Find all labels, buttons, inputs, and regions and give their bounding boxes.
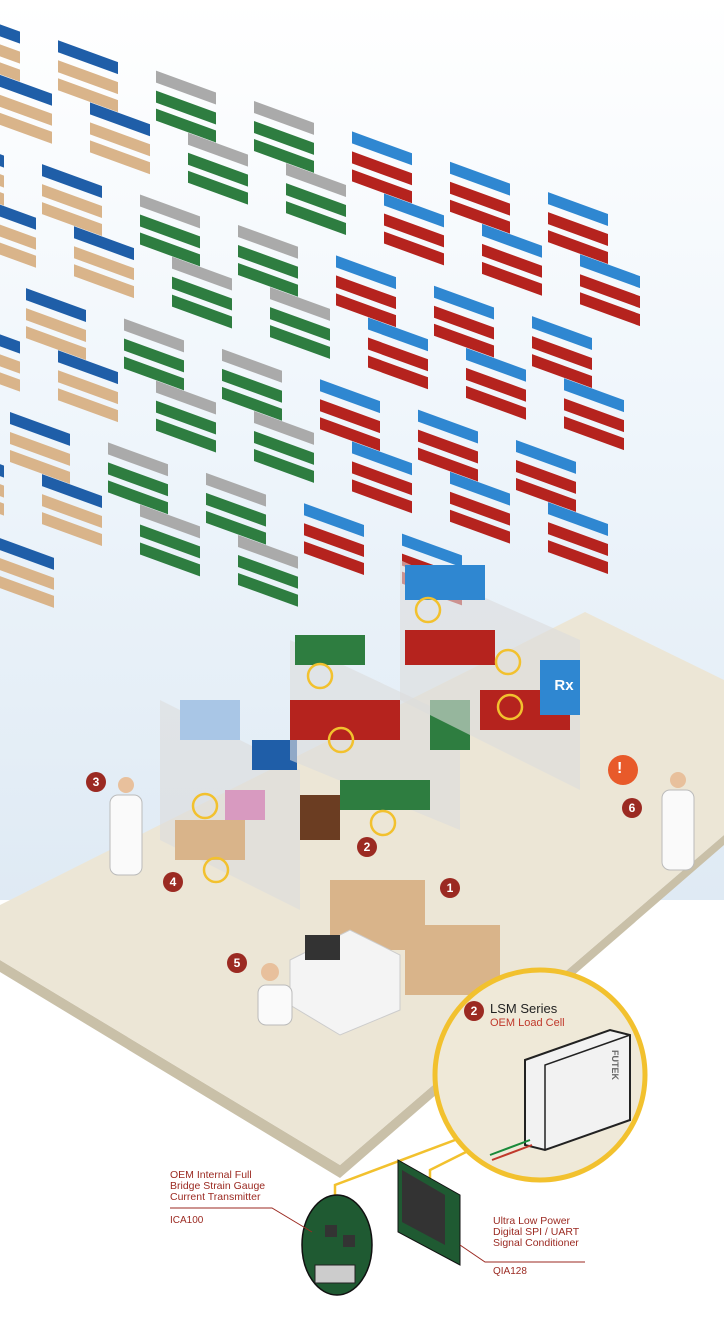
background-rack [336, 255, 396, 328]
marker-5[interactable]: 5 [227, 953, 247, 973]
qia128-name-line: Digital SPI / UART [493, 1226, 580, 1238]
background-rack [156, 70, 216, 143]
background-rack [42, 164, 102, 237]
marker-6[interactable]: 6 [622, 798, 642, 818]
background-rack [352, 441, 412, 514]
background-rack [26, 288, 86, 360]
background-rack [156, 380, 216, 453]
background-rack [482, 223, 542, 296]
background-rack [434, 285, 494, 358]
ica100-name-line: OEM Internal Full [170, 1169, 252, 1181]
background-rack [108, 442, 168, 515]
background-rack [238, 534, 298, 607]
background-racks [0, 9, 640, 608]
background-rack [10, 412, 70, 484]
background-rack [368, 317, 428, 390]
background-rack [532, 316, 592, 388]
background-rack [0, 195, 36, 268]
background-rack [42, 474, 102, 547]
ica100-name-line: Current Transmitter [170, 1191, 261, 1203]
background-rack [384, 193, 444, 266]
callout-marker: 2 [464, 1001, 484, 1021]
background-rack [418, 409, 478, 482]
qia128-code: QIA128 [493, 1266, 527, 1277]
highlight-rings [191, 596, 524, 884]
background-rack [90, 102, 150, 175]
alert-bubble [608, 755, 638, 785]
alert-icon: ! [617, 760, 623, 777]
background-rack [352, 131, 412, 204]
background-rack [206, 472, 266, 545]
background-rack [140, 504, 200, 577]
background-rack [172, 256, 232, 329]
background-rack [564, 378, 624, 451]
background-rack [124, 318, 184, 391]
rx-sign: Rx [550, 672, 578, 700]
background-rack [466, 347, 526, 420]
callout-subtitle: OEM Load Cell [490, 1017, 565, 1029]
qia128-board [397, 1159, 461, 1266]
background-rack [286, 163, 346, 235]
marker-1[interactable]: 1 [440, 878, 460, 898]
foreground-shelf-boxes [160, 560, 580, 1036]
ica100-board [301, 1194, 373, 1296]
background-rack [140, 194, 200, 267]
background-rack [238, 224, 298, 297]
leader-lines [170, 1207, 585, 1263]
background-rack [304, 503, 364, 576]
marker-4[interactable]: 4 [163, 872, 183, 892]
background-rack [254, 101, 314, 173]
background-rack [548, 192, 608, 265]
background-rack [548, 502, 608, 575]
qia128-name-line: Ultra Low Power [493, 1215, 571, 1227]
background-rack [0, 319, 20, 392]
background-rack [58, 40, 118, 113]
marker-3[interactable]: 3 [86, 772, 106, 792]
marker-2[interactable]: 2 [357, 837, 377, 857]
load-cell-drawing [489, 1028, 631, 1161]
background-rack [188, 132, 248, 205]
ica100-name: OEM Internal Full Bridge Strain Gauge Cu… [170, 1170, 265, 1203]
background-rack [0, 535, 54, 608]
background-rack [0, 9, 20, 82]
ica100-name-line: Bridge Strain Gauge [170, 1180, 266, 1192]
background-rack [254, 411, 314, 483]
background-rack [222, 348, 282, 421]
background-rack [0, 71, 52, 144]
background-rack [320, 379, 380, 452]
background-rack [516, 440, 576, 512]
background-rack [58, 350, 118, 423]
qia128-name-line: Signal Conditioner [493, 1237, 579, 1249]
workers [109, 772, 695, 1026]
ica100-code: ICA100 [170, 1215, 204, 1226]
background-rack [74, 226, 134, 299]
background-rack [270, 287, 330, 359]
background-rack [450, 471, 510, 544]
background-rack [450, 161, 510, 234]
qia128-name: Ultra Low Power Digital SPI / UART Signa… [493, 1216, 579, 1249]
callout-title: LSM Series [490, 1001, 558, 1016]
brand-mark: FUTEK [610, 1050, 620, 1080]
background-rack [580, 254, 640, 327]
